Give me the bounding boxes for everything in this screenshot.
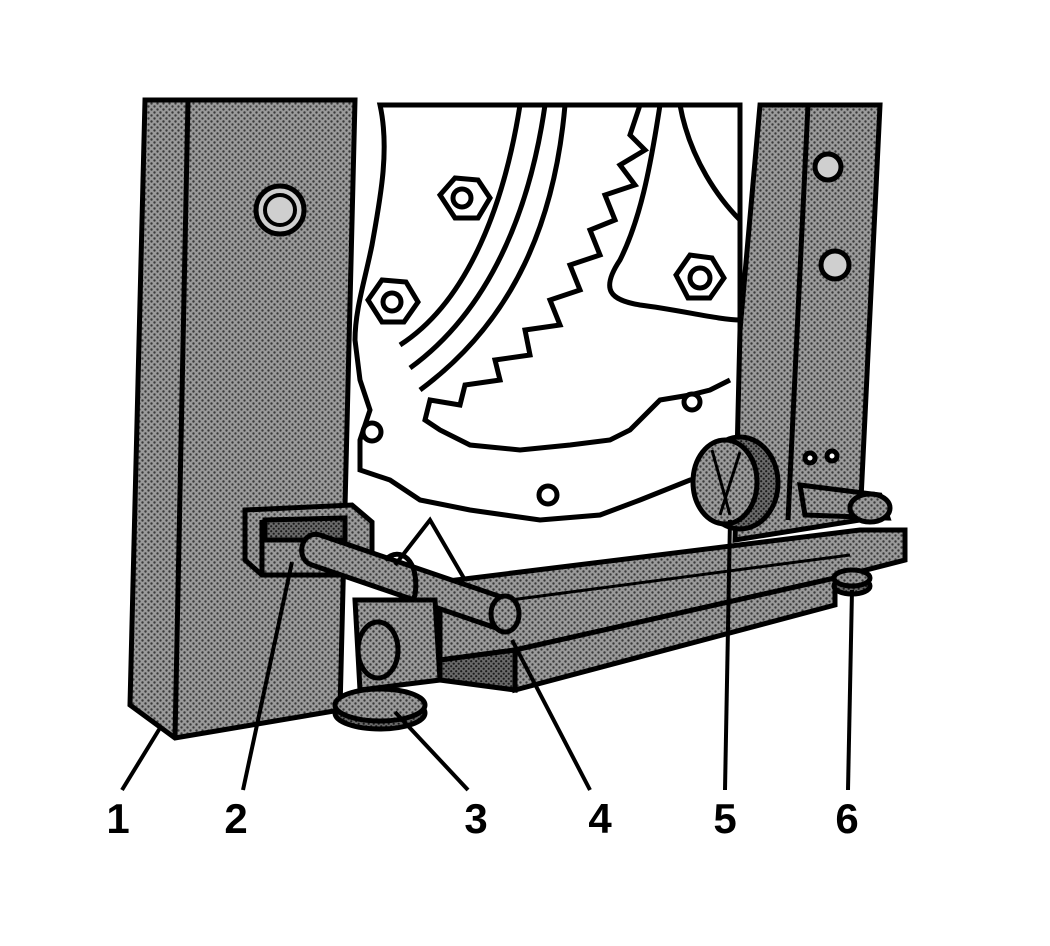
- leader-3: [393, 710, 470, 792]
- callout-leaders: [120, 519, 854, 792]
- left-frame-rail: [127, 97, 358, 741]
- housing-bolts: [360, 175, 727, 507]
- leader-4: [510, 639, 592, 791]
- adjusting-knob: [332, 597, 443, 732]
- callout-label-1: 1: [106, 795, 130, 842]
- dial-indicator: [690, 434, 893, 532]
- callout-label-2: 2: [224, 795, 248, 842]
- leader-5: [723, 519, 732, 791]
- right-frame-rail: [732, 102, 883, 543]
- leader-2: [241, 561, 294, 791]
- callout-label-5: 5: [713, 795, 737, 842]
- leader-1: [120, 726, 162, 792]
- callout-label-4: 4: [588, 795, 612, 842]
- leader-6: [846, 589, 854, 791]
- callout-label-6: 6: [835, 795, 859, 842]
- right-support-foot: [831, 567, 873, 597]
- callout-label-3: 3: [464, 795, 488, 842]
